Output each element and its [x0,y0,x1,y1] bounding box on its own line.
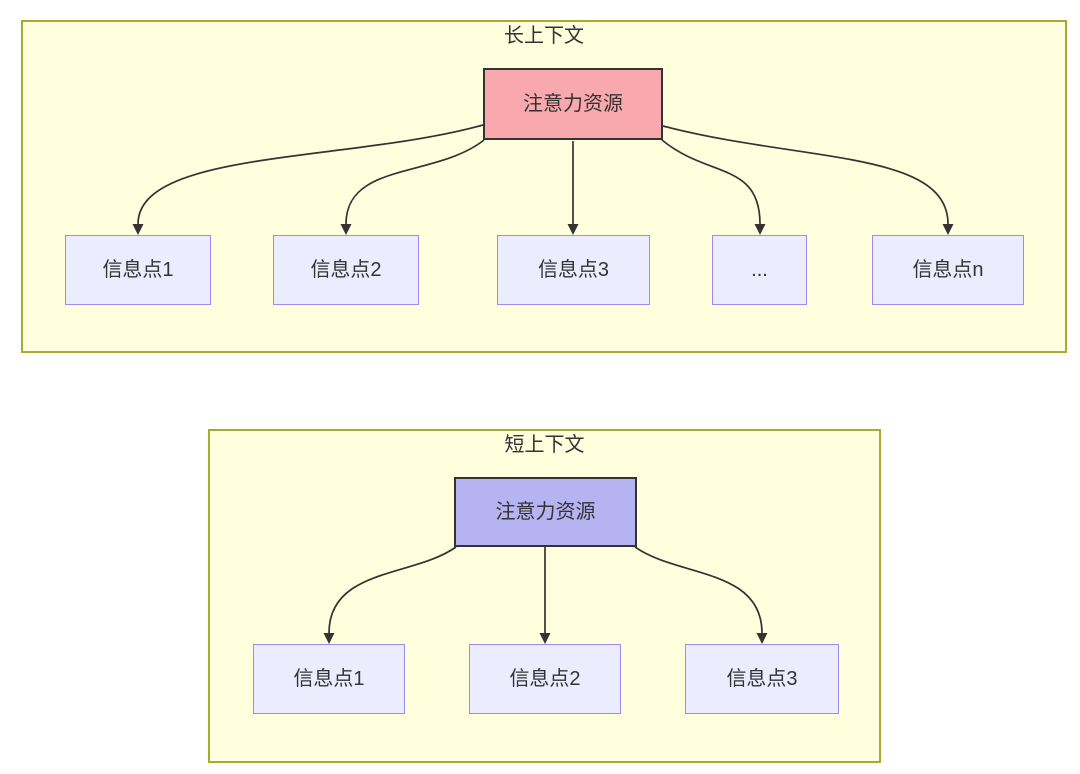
long-context-title: 长上下文 [504,25,584,47]
attention-resource-node-long: 注意力资源 [483,68,663,140]
short-info-node-1: 信息点1 [253,644,405,714]
long-info-node-ellipsis: ... [712,235,807,305]
long-info-node-3: 信息点3 [497,235,650,305]
attention-resource-node-short: 注意力资源 [454,477,637,547]
short-context-title: 短上下文 [504,434,585,456]
long-info-node-2: 信息点2 [273,235,419,305]
short-info-node-3: 信息点3 [685,644,839,714]
long-info-node-1: 信息点1 [65,235,211,305]
short-info-node-2: 信息点2 [469,644,621,714]
long-info-node-n: 信息点n [872,235,1024,305]
